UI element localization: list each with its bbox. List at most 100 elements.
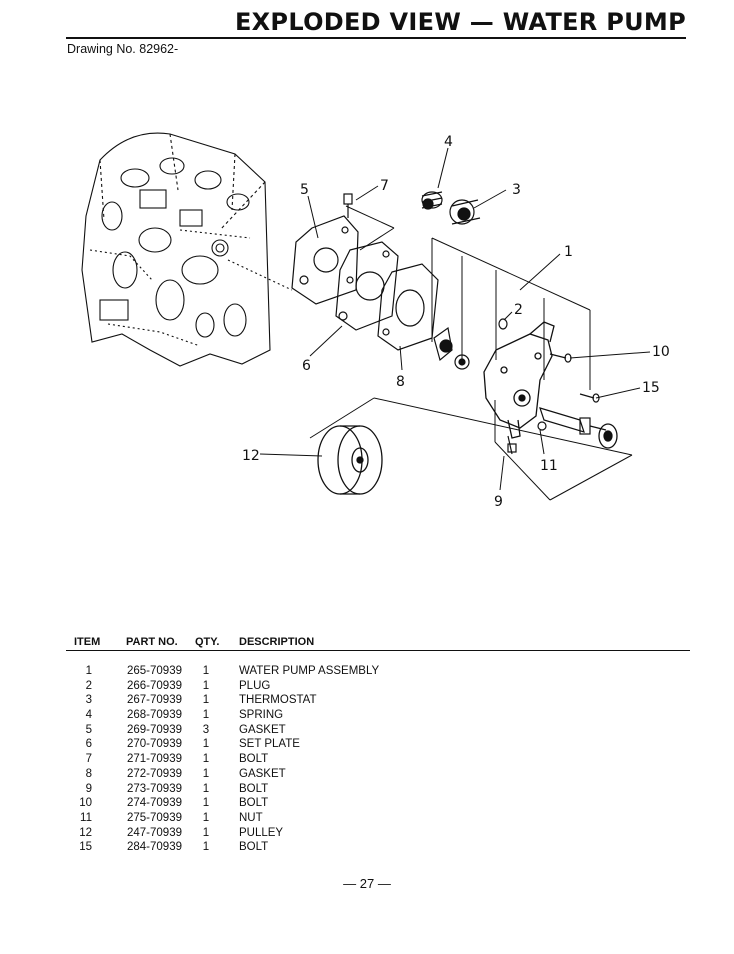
item-cell: 6 (85, 738, 92, 751)
part-no-cell: 266-70939 (127, 679, 182, 692)
impeller (433, 326, 453, 362)
qty-cell: 1 (202, 826, 210, 839)
part-no-cell: 274-70939 (127, 797, 182, 810)
callout-10: 10 (652, 344, 670, 360)
shaft-bearing (539, 407, 607, 435)
qty-cell: 1 (202, 665, 210, 677)
item-cell: 5 (85, 723, 92, 736)
assembly-lines (309, 205, 633, 501)
table-row: 2 266-70939 1 PLUG (66, 679, 626, 694)
nut-11 (537, 421, 547, 431)
table-row: 15 284-70939 1 BOLT (66, 840, 626, 855)
qty-cell: 1 (202, 679, 210, 692)
callout-7: 7 (380, 178, 389, 194)
table-row: 5 269-70939 3 GASKET (66, 723, 626, 738)
bolt-15 (579, 393, 600, 403)
callout-11: 11 (540, 458, 558, 474)
parts-table-body: 1 265-70939 1 WATER PUMP ASSEMBLY 2 266-70939… (66, 664, 626, 855)
callout-8: 8 (396, 374, 405, 390)
item-cell: 15 (79, 841, 92, 854)
part-no-cell: 269-70939 (127, 723, 182, 736)
title-rule (66, 37, 686, 39)
callout-5: 5 (300, 182, 309, 198)
qty-cell: 1 (202, 753, 210, 766)
part-no-cell: 270-70939 (127, 738, 182, 751)
item-cell: 12 (79, 826, 92, 839)
description-cell: GASKET (239, 767, 286, 780)
item-cell: 7 (85, 753, 92, 766)
description-cell: PULLEY (239, 826, 284, 839)
description-cell: SPRING (239, 709, 284, 722)
part-no-cell: 272-70939 (127, 767, 182, 780)
bolt-9 (507, 435, 517, 455)
set-plate-6 (335, 241, 399, 331)
thermostat-3 (449, 199, 481, 225)
description-cell: BOLT (239, 782, 269, 795)
qty-cell: 1 (202, 841, 210, 854)
spring-4 (421, 191, 443, 210)
table-row: 8 272-70939 1 GASKET (66, 767, 626, 782)
description-cell: THERMOSTAT (239, 694, 317, 707)
description-cell: BOLT (239, 753, 269, 766)
water-pump-body-1 (483, 321, 555, 439)
callout-1: 1 (564, 244, 573, 260)
table-row: 10 274-70939 1 BOLT (66, 796, 626, 811)
column-qty: QTY. (195, 636, 220, 648)
item-cell: 1 (85, 665, 92, 677)
parts-table-header: ITEM PART NO. QTY. DESCRIPTION (66, 636, 690, 651)
description-cell: BOLT (239, 797, 269, 810)
table-row: 1 265-70939 1 WATER PUMP ASSEMBLY (66, 664, 626, 679)
exploded-view-diagram: 1 2 3 4 5 6 7 8 9 10 11 12 15 (81, 132, 670, 510)
qty-cell: 1 (202, 767, 210, 780)
description-cell: NUT (239, 811, 263, 824)
table-row: 9 273-70939 1 BOLT (66, 782, 626, 797)
drawing-number: Drawing No. 82962- (67, 42, 179, 56)
part-no-cell: 267-70939 (127, 694, 182, 707)
pump-flange (598, 423, 618, 449)
part-no-cell: 268-70939 (127, 709, 182, 722)
gasket-8 (377, 263, 439, 351)
item-cell: 10 (79, 797, 92, 810)
callout-2: 2 (514, 302, 523, 318)
callout-9: 9 (494, 494, 503, 510)
item-cell: 4 (85, 709, 92, 722)
engine-block-drawing (81, 132, 293, 367)
part-no-cell: 265-70939 (127, 665, 182, 677)
qty-cell: 1 (202, 782, 210, 795)
description-cell: PLUG (239, 679, 271, 692)
page-number: — 27 — (343, 876, 391, 891)
column-item: ITEM (74, 636, 101, 648)
callout-6: 6 (302, 358, 311, 374)
item-cell: 3 (85, 694, 92, 707)
description-cell: WATER PUMP ASSEMBLY (239, 665, 380, 677)
bolt-10 (549, 353, 572, 363)
description-cell: SET PLATE (239, 738, 300, 751)
item-cell: 9 (85, 782, 92, 795)
description-cell: BOLT (239, 841, 269, 854)
qty-cell: 3 (202, 723, 210, 736)
qty-cell: 1 (202, 738, 210, 751)
qty-cell: 1 (202, 811, 210, 824)
callout-leaders (259, 147, 651, 491)
callout-numbers: 1 2 3 4 5 6 7 8 9 10 11 12 15 (242, 134, 670, 510)
part-no-cell: 284-70939 (127, 841, 182, 854)
item-cell: 2 (85, 679, 92, 692)
qty-cell: 1 (202, 694, 210, 707)
plug-2 (498, 318, 508, 330)
part-no-cell: 273-70939 (127, 782, 182, 795)
part-no-cell: 275-70939 (127, 811, 182, 824)
column-description: DESCRIPTION (239, 636, 315, 648)
callout-12: 12 (242, 448, 260, 464)
description-cell: GASKET (239, 723, 286, 736)
column-part-no: PART NO. (126, 636, 178, 648)
bolt-7 (343, 193, 353, 218)
page-title: EXPLODED VIEW — WATER PUMP (234, 8, 686, 36)
table-row: 6 270-70939 1 SET PLATE (66, 737, 626, 752)
qty-cell: 1 (202, 797, 210, 810)
seal (454, 354, 470, 370)
item-cell: 8 (85, 767, 92, 780)
